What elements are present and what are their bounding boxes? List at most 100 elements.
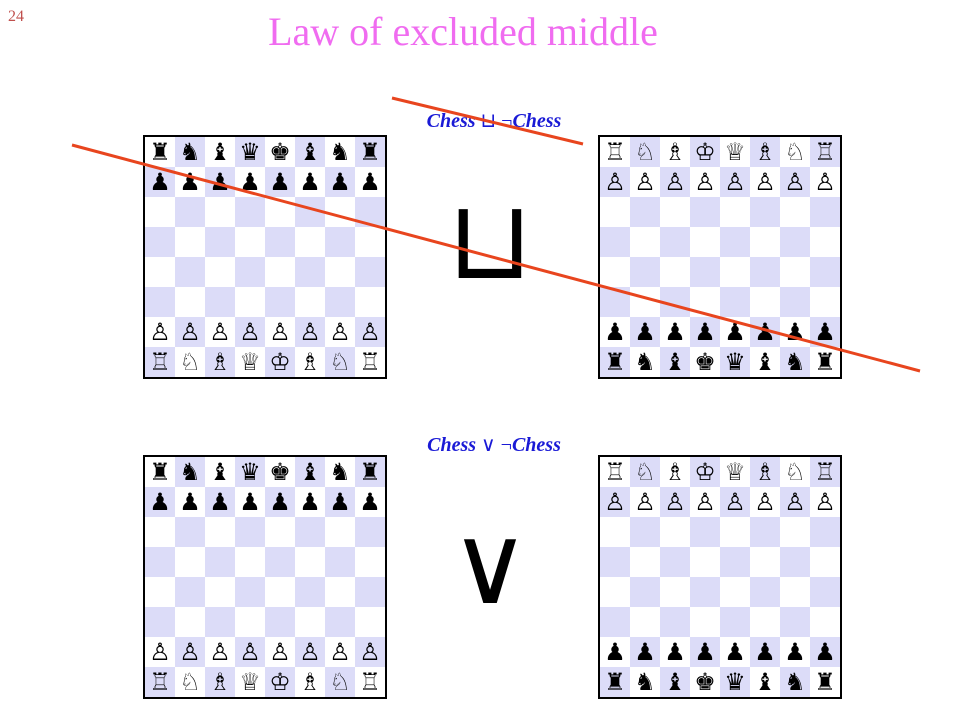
board-square: ♗ (660, 137, 690, 167)
board-square (295, 227, 325, 257)
board-square (660, 547, 690, 577)
board-square: ♔ (265, 347, 295, 377)
board-square (690, 257, 720, 287)
chess-piece-icon: ♟ (269, 488, 291, 516)
board-square: ♗ (205, 667, 235, 697)
chess-piece-icon: ♟ (814, 638, 836, 666)
board-square: ♝ (660, 347, 690, 377)
board-square (265, 197, 295, 227)
board-square (235, 607, 265, 637)
board-square (810, 227, 840, 257)
board-square (810, 197, 840, 227)
board-square: ♖ (145, 667, 175, 697)
chess-piece-icon: ♛ (724, 348, 746, 376)
board-square: ♟ (145, 487, 175, 517)
slide-title: Law of excluded middle (268, 9, 658, 54)
board-square (600, 287, 630, 317)
board-square (690, 517, 720, 547)
chess-piece-icon: ♟ (209, 488, 231, 516)
board-square (355, 257, 385, 287)
chess-piece-icon: ♟ (329, 488, 351, 516)
chess-piece-icon: ♝ (209, 138, 231, 166)
board-square: ♟ (265, 487, 295, 517)
board-square (780, 577, 810, 607)
formula-operator: ∨ (481, 434, 496, 456)
board-square: ♙ (630, 167, 660, 197)
board-square (630, 287, 660, 317)
chess-piece-icon: ♟ (784, 318, 806, 346)
board-square (600, 257, 630, 287)
board-bottom-left: ♜♞♝♛♚♝♞♜♟♟♟♟♟♟♟♟♙♙♙♙♙♙♙♙♖♘♗♕♔♗♘♖ (143, 455, 387, 699)
chess-piece-icon: ♙ (209, 318, 231, 346)
chess-piece-icon: ♙ (209, 638, 231, 666)
chess-piece-icon: ♟ (784, 638, 806, 666)
board-square (235, 227, 265, 257)
board-square: ♟ (780, 637, 810, 667)
board-square (630, 517, 660, 547)
chess-piece-icon: ♙ (754, 488, 776, 516)
chess-piece-icon: ♟ (299, 488, 321, 516)
board-square (355, 287, 385, 317)
chess-piece-icon: ♟ (814, 318, 836, 346)
board-square: ♙ (355, 637, 385, 667)
chess-piece-icon: ♞ (329, 458, 351, 486)
board-square: ♙ (600, 167, 630, 197)
chess-piece-icon: ♖ (814, 458, 836, 486)
slide-number: 24 (8, 8, 24, 25)
board-square (720, 547, 750, 577)
chess-piece-icon: ♟ (754, 318, 776, 346)
chess-piece-icon: ♝ (754, 348, 776, 376)
board-square: ♙ (810, 487, 840, 517)
chess-piece-icon: ♟ (329, 168, 351, 196)
board-square (145, 547, 175, 577)
board-square: ♗ (660, 457, 690, 487)
chess-piece-icon: ♔ (694, 138, 716, 166)
board-square (145, 287, 175, 317)
chess-piece-icon: ♙ (784, 168, 806, 196)
board-square (720, 607, 750, 637)
board-square: ♘ (780, 457, 810, 487)
parallel-disjunction-operator: ∨ (449, 501, 531, 629)
board-square (630, 257, 660, 287)
board-square (295, 577, 325, 607)
board-square (690, 227, 720, 257)
board-square (690, 607, 720, 637)
chess-piece-icon: ♜ (814, 668, 836, 696)
board-square (325, 607, 355, 637)
board-square (750, 197, 780, 227)
board-square (265, 517, 295, 547)
chess-piece-icon: ♘ (329, 348, 351, 376)
board-square (660, 287, 690, 317)
board-square: ♘ (630, 457, 660, 487)
board-square: ♚ (265, 137, 295, 167)
chess-piece-icon: ♙ (179, 638, 201, 666)
board-square (810, 287, 840, 317)
formula-left: Chess (426, 110, 476, 132)
board-square: ♖ (810, 137, 840, 167)
board-square: ♛ (720, 347, 750, 377)
formula-operator: ⊔ (480, 110, 497, 132)
chess-piece-icon: ♜ (149, 458, 171, 486)
board-square: ♜ (355, 457, 385, 487)
board-square: ♘ (175, 667, 205, 697)
formula-left: Chess (427, 434, 477, 456)
chess-piece-icon: ♙ (269, 318, 291, 346)
board-square (325, 197, 355, 227)
board-square (720, 197, 750, 227)
chess-piece-icon: ♟ (209, 168, 231, 196)
board-square (780, 197, 810, 227)
chess-piece-icon: ♙ (604, 488, 626, 516)
chess-piece-icon: ♙ (299, 318, 321, 346)
board-square (750, 517, 780, 547)
board-square (630, 577, 660, 607)
board-square: ♖ (145, 347, 175, 377)
board-square (265, 577, 295, 607)
board-square: ♟ (630, 637, 660, 667)
board-square: ♟ (720, 317, 750, 347)
board-square: ♙ (750, 487, 780, 517)
board-square: ♙ (325, 317, 355, 347)
chess-piece-icon: ♔ (269, 348, 291, 376)
board-square (810, 517, 840, 547)
board-square: ♔ (690, 137, 720, 167)
chess-piece-icon: ♗ (209, 348, 231, 376)
